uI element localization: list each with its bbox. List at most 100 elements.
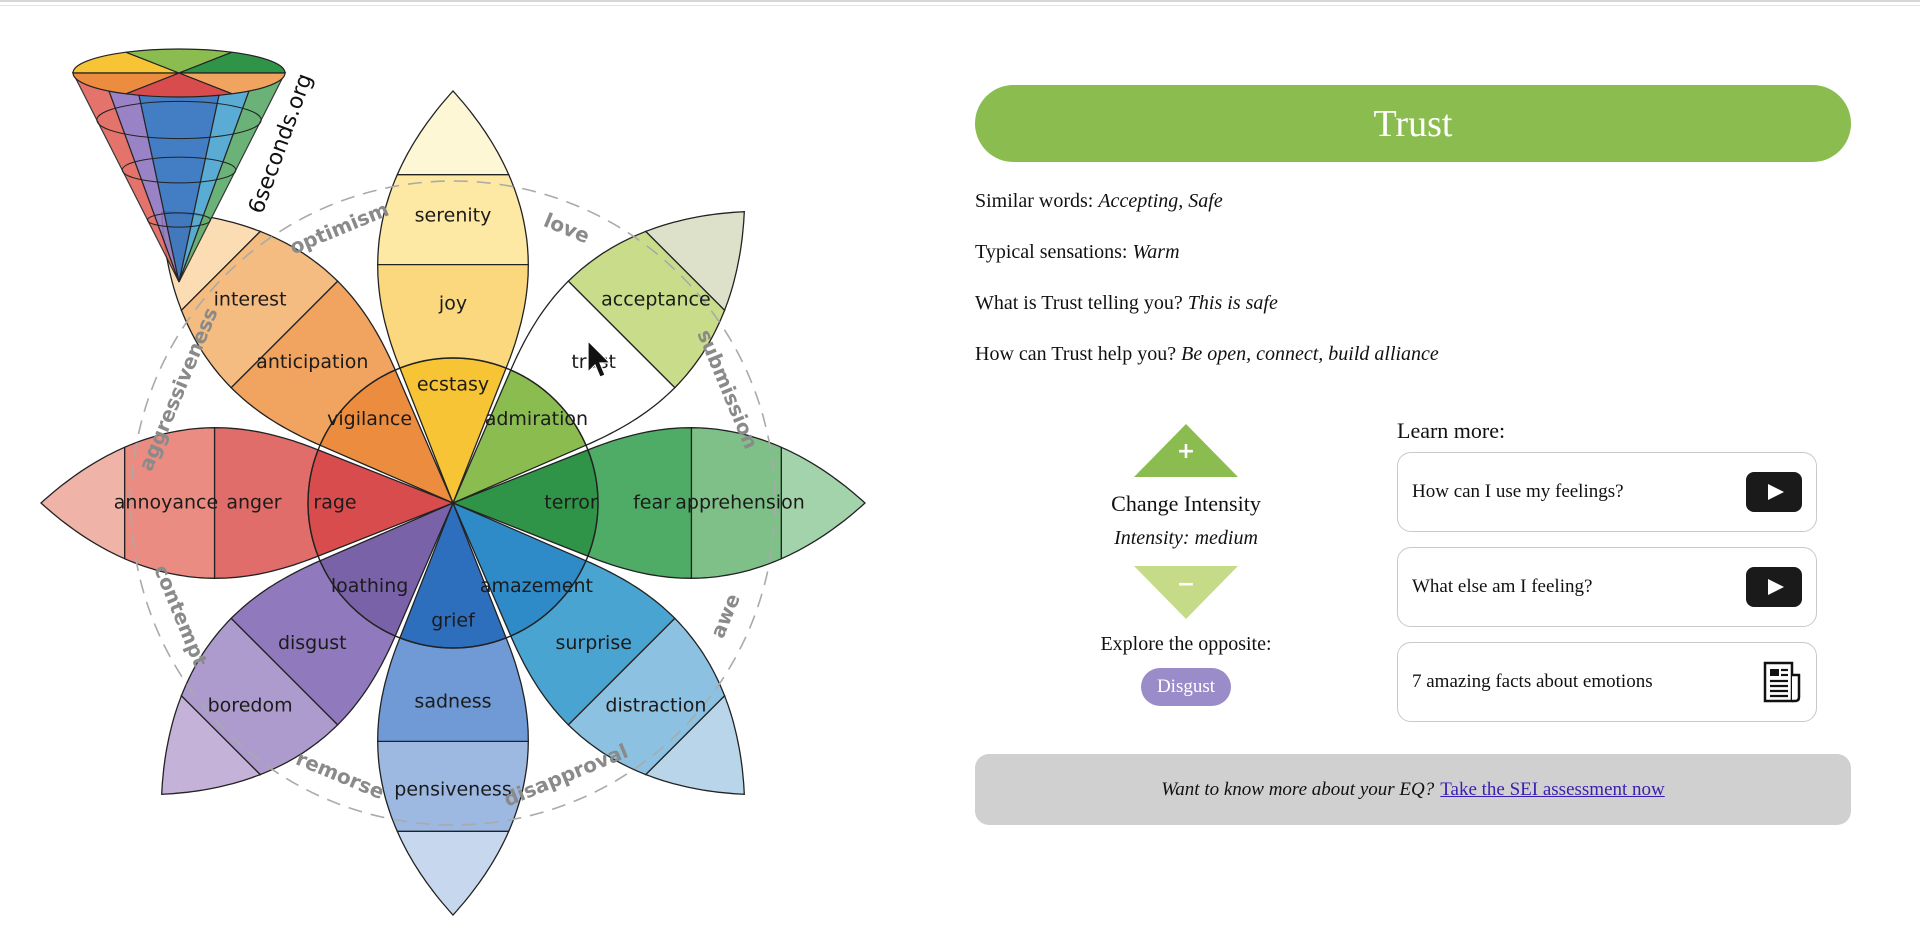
emotion-title: Trust xyxy=(975,85,1851,162)
petal-tip-disgust[interactable] xyxy=(161,694,262,795)
similar-words-value: Accepting, Safe xyxy=(1098,190,1223,212)
sei-assessment-link[interactable]: Take the SEI assessment now xyxy=(1440,778,1665,800)
emotion-label-disgust: disgust xyxy=(278,632,347,654)
emotion-label-joy: joy xyxy=(438,293,467,315)
petal-tip-trust[interactable] xyxy=(644,211,745,312)
learn-more-card-label: 7 amazing facts about emotions xyxy=(1412,671,1653,692)
wheel-petals xyxy=(40,90,866,916)
emotion-help: How can Trust help you? Be open, connect… xyxy=(975,343,1439,366)
logo-cone-top-segment xyxy=(178,72,286,95)
emotion-wheel[interactable]: ecstasyjoyserenityadmirationtrustaccepta… xyxy=(0,0,900,949)
emotion-label-admiration: admiration xyxy=(485,408,588,430)
similar-words: Similar words: Accepting, Safe xyxy=(975,190,1223,213)
emotion-telling-value: This is safe xyxy=(1187,292,1278,314)
emotion-label-loathing: loathing xyxy=(331,575,408,597)
decrease-intensity-button[interactable]: − xyxy=(1134,566,1238,619)
learn-more-title: Learn more: xyxy=(1397,418,1506,443)
learn-more-card-facts[interactable]: 7 amazing facts about emotions xyxy=(1397,642,1817,722)
logo-cone-top-segment xyxy=(72,51,180,74)
emotion-label-grief: grief xyxy=(431,610,476,632)
petal-outer-pensiveness[interactable] xyxy=(377,740,529,832)
petal-tip-sadness[interactable] xyxy=(396,830,510,916)
change-intensity-label: Change Intensity xyxy=(1111,491,1261,516)
emotion-label-boredom: boredom xyxy=(208,694,293,716)
petal-mid-fear[interactable] xyxy=(587,427,693,579)
wheel-dashed-circle xyxy=(130,180,776,826)
petal-mid-joy[interactable] xyxy=(377,263,529,369)
intensity-value: Intensity: medium xyxy=(1114,527,1258,549)
petal-outer-boredom[interactable] xyxy=(180,617,339,776)
emotion-help-label: How can Trust help you? xyxy=(975,343,1177,365)
logo-cone-top-segment xyxy=(72,72,180,95)
emotion-help-value: Be open, connect, build alliance xyxy=(1181,343,1439,365)
logo-cone-ring xyxy=(121,156,237,184)
learn-more-card-label: How can I use my feelings? xyxy=(1412,481,1624,502)
emotion-label-annoyance: annoyance xyxy=(114,492,218,514)
learn-more-section: Learn more: How can I use my feelings? W… xyxy=(1397,418,1819,737)
wheel-inner-circle xyxy=(307,357,599,649)
emotion-telling: What is Trust telling you? This is safe xyxy=(975,292,1278,315)
petal-outer-interest[interactable] xyxy=(180,230,339,389)
petal-mid-anger[interactable] xyxy=(213,427,319,579)
petal-outer-apprehension[interactable] xyxy=(690,427,782,579)
petal-tip-anger[interactable] xyxy=(40,446,126,560)
top-border-secondary xyxy=(0,5,1920,6)
learn-more-card-label: What else am I feeling? xyxy=(1412,576,1593,597)
plus-icon: + xyxy=(1176,439,1196,464)
emotion-label-anticipation: anticipation xyxy=(256,351,368,373)
similar-words-label: Similar words: xyxy=(975,190,1094,212)
emotion-label-sadness: sadness xyxy=(414,691,491,713)
6seconds-logo[interactable]: 6seconds.org xyxy=(71,48,318,283)
intensity-control: + Change Intensity Intensity: medium − E… xyxy=(1088,424,1284,706)
mouse-cursor-icon xyxy=(587,339,612,378)
emotion-label-terror: terror xyxy=(544,492,598,514)
wheel-labels: ecstasyjoyserenityadmirationtrustaccepta… xyxy=(114,205,805,801)
emotion-label-apprehension: apprehension xyxy=(675,492,804,514)
emotion-label-vigilance: vigilance xyxy=(327,408,412,430)
emotion-label-amazement: amazement xyxy=(480,575,593,597)
logo-cone-top-segment xyxy=(125,72,233,98)
emotion-telling-label: What is Trust telling you? xyxy=(975,292,1183,314)
petal-outer-serenity[interactable] xyxy=(377,174,529,266)
dyad-label-awe: awe xyxy=(705,590,745,641)
emotion-label-surprise: surprise xyxy=(555,632,632,654)
emotion-detail-panel: Trust xyxy=(975,85,1851,162)
youtube-play-icon xyxy=(1746,567,1802,607)
eq-assessment-banner: Want to know more about your EQ? Take th… xyxy=(975,754,1851,825)
typical-sensations-label: Typical sensations: xyxy=(975,241,1128,263)
petal-mid-sadness[interactable] xyxy=(377,637,529,743)
petal-tip-surprise[interactable] xyxy=(644,694,745,795)
logo-cone-ring xyxy=(147,212,211,228)
emotion-label-interest: interest xyxy=(214,289,287,311)
emotion-label-anger: anger xyxy=(226,492,281,514)
typical-sensations-value: Warm xyxy=(1132,241,1180,263)
learn-more-card-feelings[interactable]: How can I use my feelings? xyxy=(1397,452,1817,532)
document-icon xyxy=(1763,661,1801,703)
dyad-label-love: love xyxy=(540,208,593,248)
petal-tip-joy[interactable] xyxy=(396,90,510,176)
emotion-label-pensiveness: pensiveness xyxy=(394,779,511,801)
youtube-play-icon xyxy=(1746,472,1802,512)
minus-icon: − xyxy=(1176,572,1196,597)
emotion-label-serenity: serenity xyxy=(415,205,492,227)
petal-outer-distraction[interactable] xyxy=(567,617,726,776)
typical-sensations: Typical sensations: Warm xyxy=(975,241,1180,264)
increase-intensity-button[interactable]: + xyxy=(1134,424,1238,477)
emotion-label-rage: rage xyxy=(313,492,356,514)
emotion-label-fear: fear xyxy=(633,492,671,514)
dyad-label-optimism: optimism xyxy=(286,197,392,259)
explore-opposite-label: Explore the opposite: xyxy=(1100,633,1272,655)
logo-cone-ring xyxy=(96,100,262,140)
emotion-label-acceptance: acceptance xyxy=(601,289,711,311)
eq-question: Want to know more about your EQ? xyxy=(1161,778,1435,800)
opposite-emotion-button[interactable]: Disgust xyxy=(1140,668,1232,706)
petal-outer-annoyance[interactable] xyxy=(124,427,216,579)
emotion-label-distraction: distraction xyxy=(605,694,706,716)
petal-tip-fear[interactable] xyxy=(780,446,866,560)
top-border xyxy=(0,0,1920,2)
dyad-label-remorse: remorse xyxy=(293,746,388,804)
petal-outer-acceptance[interactable] xyxy=(567,230,726,389)
learn-more-card-else-feeling[interactable]: What else am I feeling? xyxy=(1397,547,1817,627)
logo-cone-top-segment xyxy=(178,51,286,74)
logo-cone-top-segment xyxy=(125,48,233,74)
